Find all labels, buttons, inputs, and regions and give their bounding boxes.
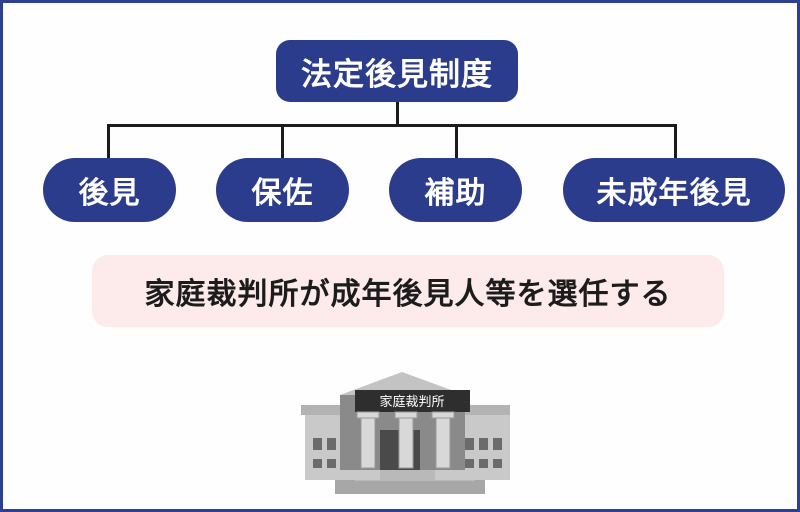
child-node-guardianship: 後見 [43,158,176,222]
connector-drop-4 [674,124,677,160]
child-node-curatorship: 保佐 [216,158,349,222]
root-node-label: 法定後見制度 [301,56,493,93]
connector-drop-1 [107,124,110,160]
courthouse-icon: 家庭裁判所 [295,370,510,498]
child-node-label: 保佐 [251,176,314,211]
child-node-label: 補助 [424,176,487,211]
child-node-minor-guardianship: 未成年後見 [563,158,785,222]
courthouse-sign: 家庭裁判所 [379,394,444,410]
child-node-label: 後見 [78,176,141,211]
connector-horizontal-bar [107,124,677,127]
note-text: 家庭裁判所が成年後見人等を選任する [144,277,672,312]
root-node-legal-guardianship-system: 法定後見制度 [276,40,518,102]
connector-drop-3 [455,124,458,160]
connector-drop-2 [281,124,284,160]
note-box: 家庭裁判所が成年後見人等を選任する [92,255,724,327]
child-node-label: 未成年後見 [596,176,752,211]
connector-root-vertical [396,102,399,126]
child-node-assistance: 補助 [389,158,522,222]
